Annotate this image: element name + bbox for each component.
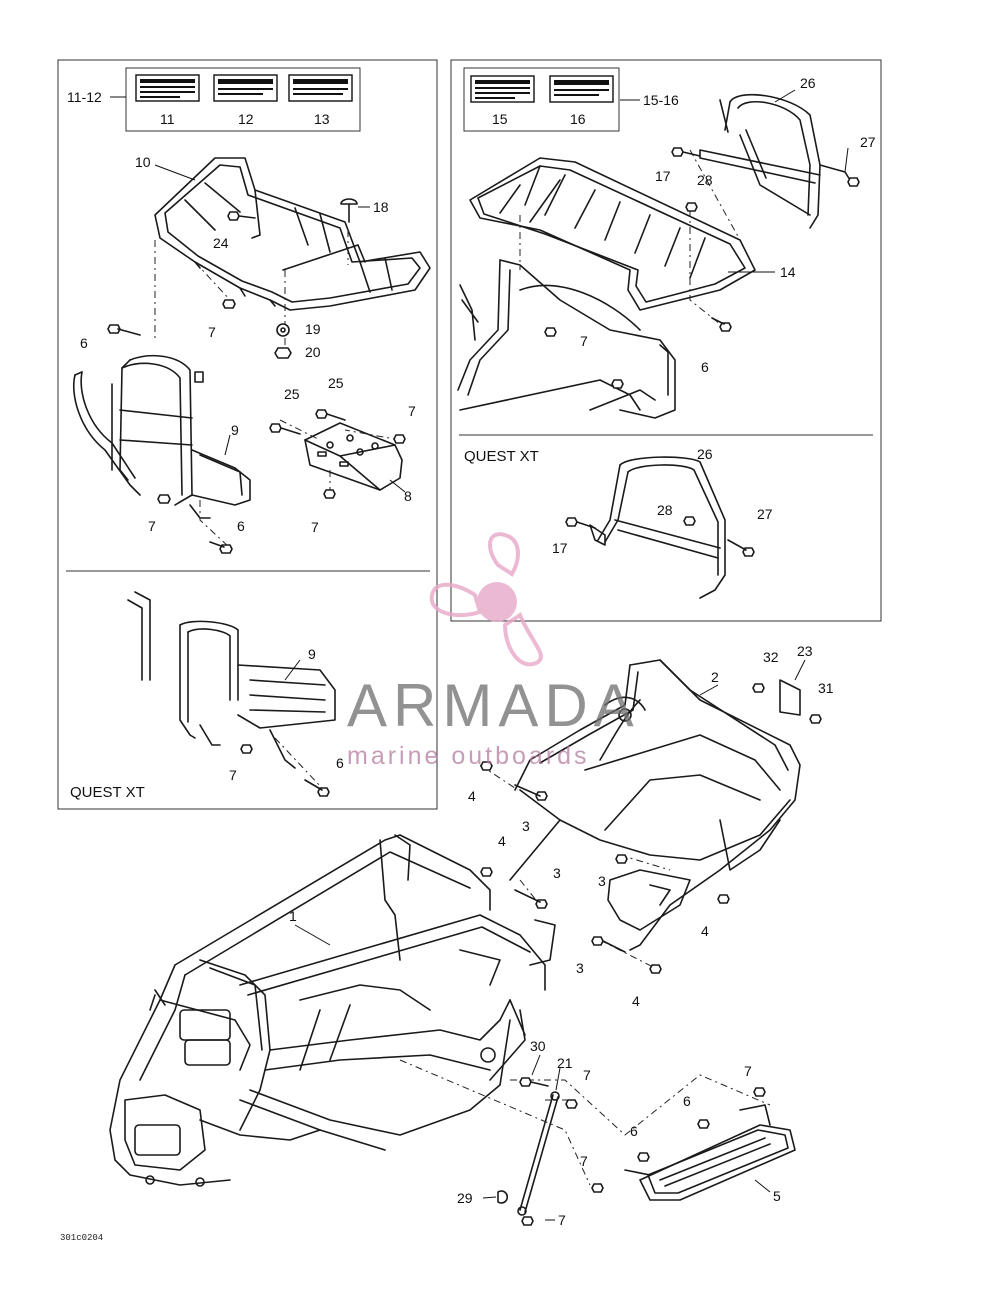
callout-6: 6 <box>336 755 344 771</box>
support-rod <box>517 1091 560 1216</box>
callout-numbers: 11-12 11 12 13 10 18 24 7 19 20 6 25 25 … <box>67 75 876 1228</box>
callout-3: 3 <box>576 960 584 976</box>
callout-26: 26 <box>800 75 816 91</box>
rear-frame-extension <box>457 259 676 419</box>
callout-27: 27 <box>860 134 876 150</box>
callout-28: 28 <box>697 172 713 188</box>
callout-4: 4 <box>468 788 476 804</box>
front-bumper <box>73 354 251 519</box>
front-rack-panel <box>57 59 438 810</box>
front-rack <box>154 157 431 311</box>
main-frame <box>109 834 556 1187</box>
callout-6: 6 <box>630 1123 638 1139</box>
callout-5: 5 <box>773 1188 781 1204</box>
leader-lines <box>110 89 849 1221</box>
warning-labels-front <box>125 67 361 132</box>
callout-21: 21 <box>557 1055 573 1071</box>
callout-30: 30 <box>530 1038 546 1054</box>
callout-20: 20 <box>305 344 321 360</box>
quest-xt-label-rear: QUEST XT <box>464 448 539 465</box>
watermark-tagline: marine outboards <box>347 742 590 770</box>
rear-subframe <box>509 659 801 951</box>
warning-labels-rear <box>463 67 620 132</box>
callout-27: 27 <box>757 506 773 522</box>
callout-13: 13 <box>314 111 330 127</box>
callout-7: 7 <box>580 333 588 349</box>
front-bumper-quest-xt <box>127 591 336 769</box>
callout-6: 6 <box>683 1093 691 1109</box>
callout-6: 6 <box>701 359 709 375</box>
callout-7: 7 <box>580 1153 588 1169</box>
callout-11: 11 <box>160 111 175 127</box>
callout-32: 32 <box>763 649 779 665</box>
callout-14: 14 <box>780 264 796 280</box>
bumper-bracket <box>304 422 403 491</box>
callout-2: 2 <box>711 669 719 685</box>
callout-4: 4 <box>701 923 709 939</box>
rear-bumper <box>699 93 851 229</box>
callout-16: 16 <box>570 111 586 127</box>
rear-bumper-quest-xt <box>589 456 726 599</box>
callout-1: 1 <box>289 908 297 924</box>
callout-3: 3 <box>598 873 606 889</box>
callout-18: 18 <box>373 199 389 215</box>
callout-23: 23 <box>797 643 813 659</box>
footrest <box>624 1104 796 1201</box>
callout-7: 7 <box>408 403 416 419</box>
callout-17: 17 <box>655 168 671 184</box>
callout-3: 3 <box>553 865 561 881</box>
callout-7: 7 <box>311 519 319 535</box>
rear-rack-panel <box>450 59 882 622</box>
propeller-logo-icon <box>429 532 543 667</box>
callout-7: 7 <box>558 1212 566 1228</box>
callout-9: 9 <box>308 646 316 662</box>
callout-7: 7 <box>583 1067 591 1083</box>
callout-7: 7 <box>229 767 237 783</box>
callout-19: 19 <box>305 321 321 337</box>
callout-31: 31 <box>818 680 834 696</box>
callout-8: 8 <box>404 488 412 504</box>
watermark: ARMADA marine outboards <box>347 532 640 770</box>
callout-7: 7 <box>744 1063 752 1079</box>
callout-4: 4 <box>632 993 640 1009</box>
callout-6: 6 <box>237 518 245 534</box>
fasteners <box>107 147 860 1226</box>
callout-7: 7 <box>208 324 216 340</box>
assembly-lines <box>154 149 771 1186</box>
callout-24: 24 <box>213 235 229 251</box>
watermark-brand: ARMADA <box>347 672 640 739</box>
callout-9: 9 <box>231 422 239 438</box>
callout-25: 25 <box>284 386 300 402</box>
callout-26: 26 <box>697 446 713 462</box>
callout-4: 4 <box>498 833 506 849</box>
callout-7: 7 <box>148 518 156 534</box>
callout-12: 12 <box>238 111 254 127</box>
callout-3: 3 <box>522 818 530 834</box>
quest-xt-label-front: QUEST XT <box>70 784 145 801</box>
drawing-code: 301c0204 <box>60 1233 103 1243</box>
callout-28: 28 <box>657 502 673 518</box>
callout-25: 25 <box>328 375 344 391</box>
callout-29: 29 <box>457 1190 473 1206</box>
rear-rack <box>469 157 756 311</box>
callout-10: 10 <box>135 154 151 170</box>
callout-15: 15 <box>492 111 508 127</box>
callout-15-16: 15-16 <box>643 92 679 108</box>
callout-6: 6 <box>80 335 88 351</box>
callout-17: 17 <box>552 540 568 556</box>
callout-11-12: 11-12 <box>67 89 102 105</box>
